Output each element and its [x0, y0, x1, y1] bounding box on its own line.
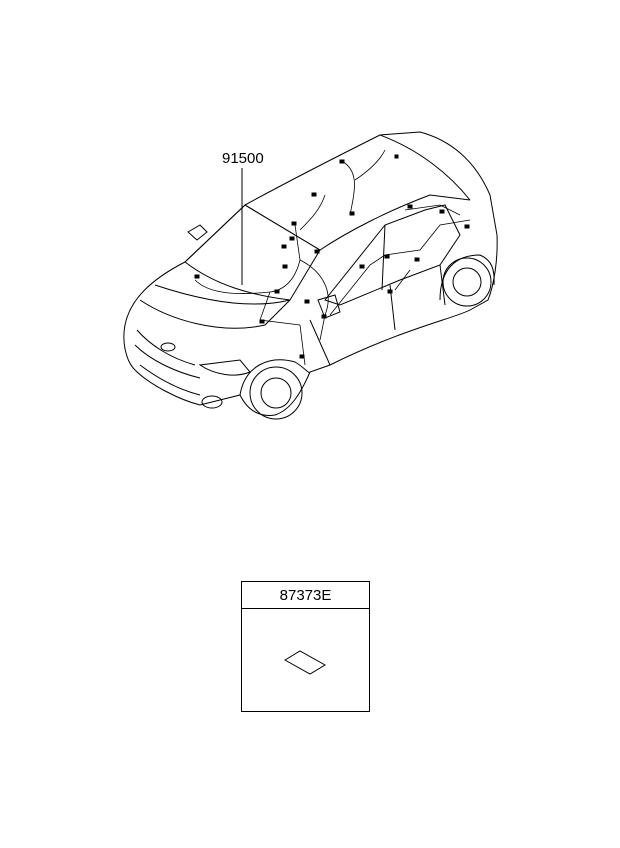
headlight — [198, 359, 251, 376]
part-label-91500[interactable]: 91500 — [222, 150, 264, 167]
side-mirror — [187, 224, 341, 319]
part-label-87373e[interactable]: 87373E — [242, 582, 369, 609]
car-logo — [160, 342, 176, 352]
car-hood — [139, 284, 291, 329]
fog-light — [201, 395, 223, 409]
connectors — [194, 154, 470, 359]
wiring-harness — [194, 149, 471, 366]
part-box-87373e: 87373E — [241, 581, 370, 712]
front-wheel — [249, 366, 303, 420]
car-side-windows — [324, 204, 461, 306]
car-grille — [134, 329, 201, 396]
car-windshield — [184, 204, 321, 301]
car-body-outline — [123, 131, 498, 416]
rear-wheel — [442, 257, 492, 307]
part-87373e-symbol — [284, 650, 326, 675]
car-roof — [244, 134, 471, 251]
